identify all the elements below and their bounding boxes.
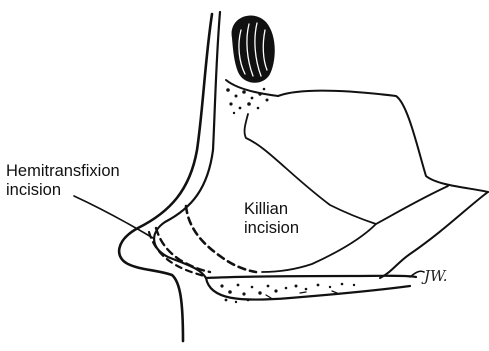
- killian-label-line2: incision: [244, 219, 299, 238]
- hemitransfixion-incision-line-outer: [156, 228, 210, 272]
- frontal-sinus: [232, 15, 275, 82]
- hemitransfixion-label-line2: incision: [6, 181, 61, 200]
- nasal-profile-outline: [119, 14, 212, 341]
- nasal-lining-outline: [154, 12, 220, 278]
- signature-flourish: [410, 271, 424, 277]
- ethmoid-plate-outline: [278, 91, 488, 192]
- hemitransfixion-leader-line: [74, 196, 153, 238]
- maxillary-crest-bottom: [206, 278, 410, 300]
- killian-label-line1: Killian: [244, 200, 288, 219]
- hemitransfixion-label-line1: Hemitransfixion: [6, 162, 120, 181]
- maxillary-crest-top: [206, 276, 416, 278]
- nasal-bone-texture: [226, 88, 268, 115]
- sphenoid-rostrum-outline: [380, 192, 488, 278]
- artist-signature: JW.: [424, 268, 448, 284]
